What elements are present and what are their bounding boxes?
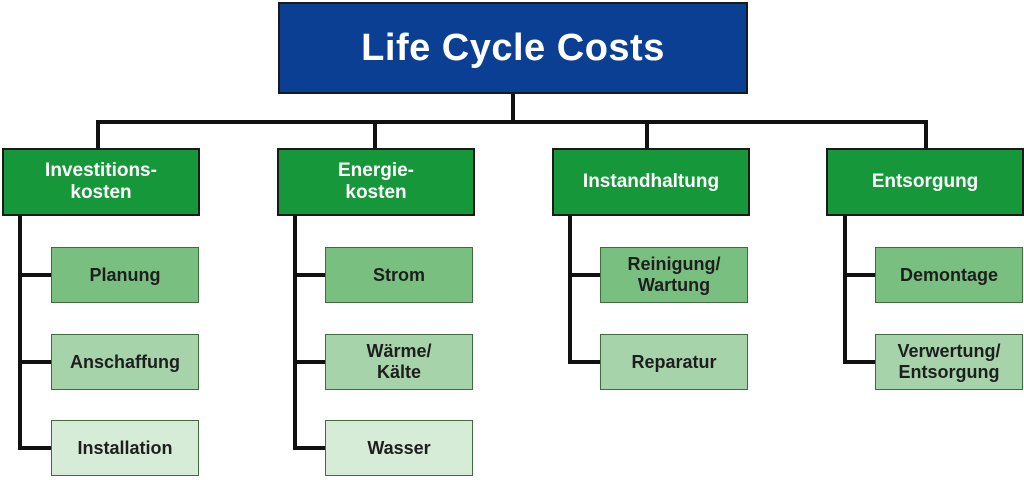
item-anschaffung: Anschaffung — [51, 334, 199, 390]
branch-connector — [18, 360, 51, 364]
root-node: Life Cycle Costs — [278, 2, 748, 94]
category-entsorgung: Entsorgung — [826, 148, 1024, 216]
item-planung: Planung — [51, 247, 199, 303]
category-connector — [373, 122, 377, 149]
branch-trunk — [293, 216, 297, 450]
category-instandhaltung: Instandhaltung — [552, 148, 750, 216]
item-waerme-kaelte: Wärme/ Kälte — [325, 334, 473, 390]
category-connector — [924, 122, 928, 149]
branch-trunk — [18, 216, 22, 450]
branch-connector — [568, 360, 600, 364]
category-connector — [645, 122, 649, 149]
item-wasser: Wasser — [325, 420, 473, 476]
branch-trunk — [843, 216, 847, 364]
item-installation: Installation — [51, 420, 199, 476]
category-investitionskosten: Investitions- kosten — [2, 148, 200, 216]
branch-connector — [293, 273, 325, 277]
branch-connector — [293, 360, 325, 364]
item-reparatur: Reparatur — [600, 334, 748, 390]
branch-connector — [18, 273, 51, 277]
branch-connector — [843, 360, 875, 364]
item-reinigung-wartung: Reinigung/ Wartung — [600, 247, 748, 303]
item-strom: Strom — [325, 247, 473, 303]
root-connector — [511, 94, 515, 122]
top-bus-line — [96, 120, 928, 124]
branch-connector — [293, 446, 325, 450]
category-energiekosten: Energie- kosten — [277, 148, 475, 216]
branch-trunk — [568, 216, 572, 364]
item-verwertung-entsorgung: Verwertung/ Entsorgung — [875, 334, 1023, 390]
category-connector — [96, 122, 100, 149]
item-demontage: Demontage — [875, 247, 1023, 303]
branch-connector — [843, 273, 875, 277]
branch-connector — [568, 273, 600, 277]
branch-connector — [18, 446, 51, 450]
